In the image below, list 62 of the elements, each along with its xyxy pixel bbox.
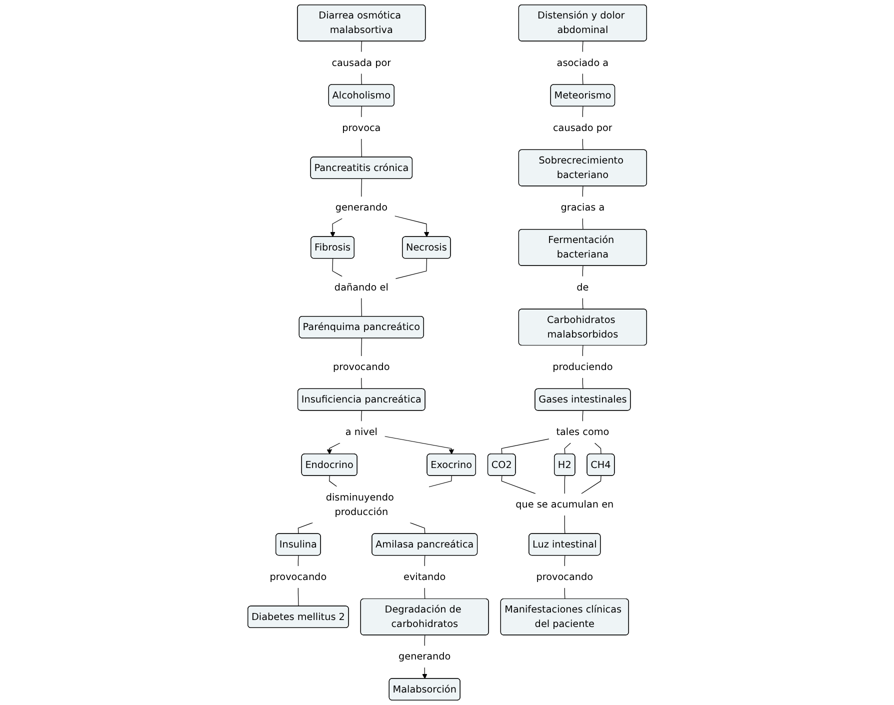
node-text: causada por xyxy=(331,56,391,68)
node-text: de xyxy=(576,281,588,293)
connector xyxy=(594,442,602,454)
arrow xyxy=(422,667,428,679)
arrow xyxy=(384,436,454,454)
node-text: generando xyxy=(398,650,450,662)
node-text: generando xyxy=(335,202,388,214)
connector xyxy=(582,266,584,277)
connector xyxy=(360,178,362,198)
arrow xyxy=(326,442,340,454)
connector xyxy=(360,41,362,52)
connector xyxy=(564,442,571,454)
node-text: gracias a xyxy=(560,202,604,214)
connector xyxy=(582,186,584,198)
connector xyxy=(501,438,550,454)
connector xyxy=(564,588,565,600)
connector xyxy=(582,378,584,390)
node-text: a nivel xyxy=(345,426,378,438)
connector xyxy=(298,588,299,607)
node-text: tales como xyxy=(556,426,609,438)
connector xyxy=(582,73,584,86)
arrow xyxy=(394,216,430,238)
node-text: evitando xyxy=(403,570,446,582)
connector xyxy=(564,555,565,566)
connector xyxy=(501,476,536,494)
connector xyxy=(395,258,427,280)
node-text: disminuyendo producción xyxy=(326,491,394,518)
connector xyxy=(424,634,425,646)
node-text: produciendo xyxy=(552,360,613,372)
node-text: dañando el xyxy=(334,281,388,293)
connector xyxy=(582,106,584,118)
connector xyxy=(582,298,584,310)
connector xyxy=(360,298,362,317)
connector xyxy=(424,555,425,566)
node-text: provoca xyxy=(342,122,380,134)
node-text: que se acumulan en xyxy=(515,498,614,510)
node-text: provocando xyxy=(536,570,593,582)
connector xyxy=(298,522,313,534)
connector xyxy=(360,338,362,356)
node-text: provocando xyxy=(332,360,390,372)
node-text: causado por xyxy=(552,122,612,134)
connector xyxy=(424,588,425,600)
connector xyxy=(328,476,337,487)
connector xyxy=(564,515,565,534)
connector xyxy=(428,476,452,488)
connector xyxy=(582,345,584,356)
connector xyxy=(582,218,584,230)
connector xyxy=(582,41,584,52)
connector xyxy=(564,476,565,494)
connector xyxy=(298,555,299,566)
connector xyxy=(582,410,584,422)
connector xyxy=(360,378,362,390)
connector xyxy=(409,522,425,534)
connector xyxy=(360,73,362,86)
node-text: provocando xyxy=(270,570,326,582)
arrow xyxy=(330,218,342,238)
connector xyxy=(580,476,602,494)
connector xyxy=(360,410,362,422)
connector xyxy=(582,138,584,150)
connector xyxy=(360,106,362,118)
connector xyxy=(360,138,362,158)
node-text: asociado a xyxy=(556,56,608,68)
